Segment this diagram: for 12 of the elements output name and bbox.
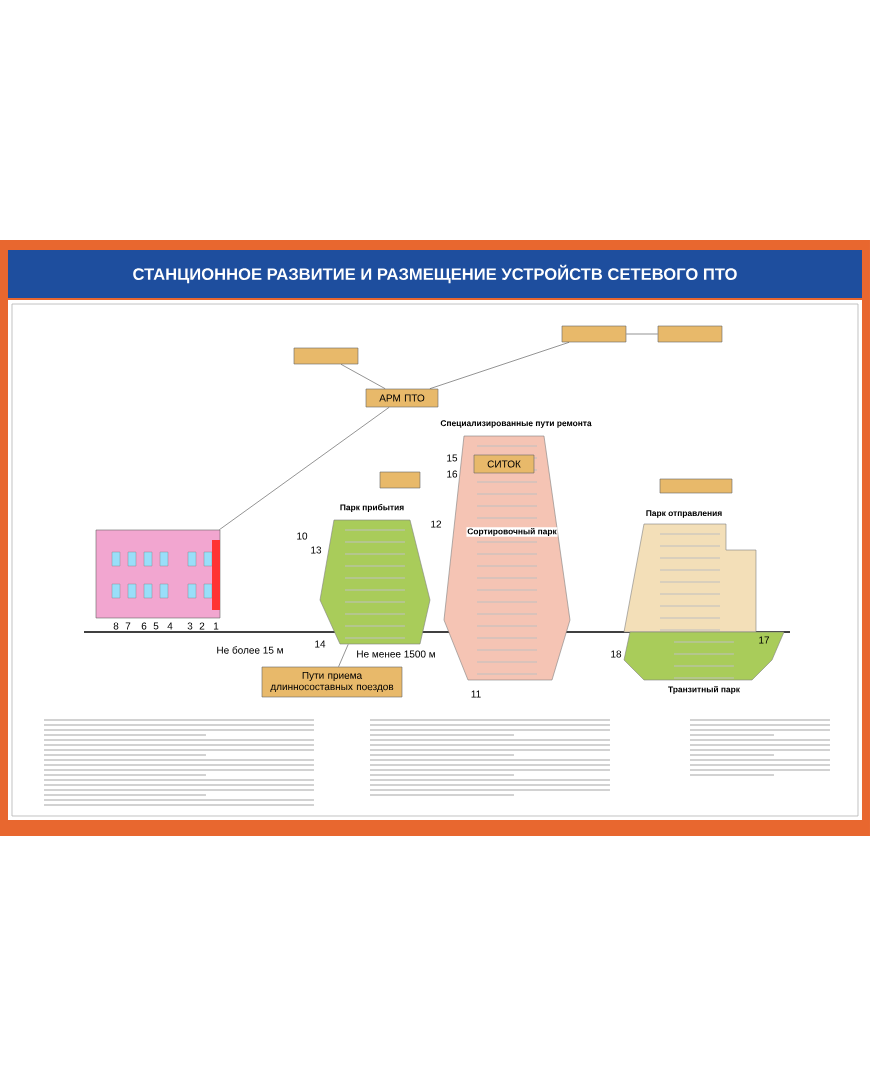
connector-line [340, 364, 386, 389]
label-box [293, 347, 359, 365]
title-bar: СТАНЦИОННОЕ РАЗВИТИЕ И РАЗМЕЩЕНИЕ УСТРОЙСТВ СЕТЕВОГО ПТО [8, 250, 862, 298]
connector-line [219, 407, 390, 530]
equipment-box [95, 529, 221, 619]
label-box [379, 471, 421, 489]
label-box [561, 325, 627, 343]
label-box [657, 325, 723, 343]
connector-line [626, 333, 658, 335]
label-box [659, 478, 733, 494]
connector-line [338, 644, 349, 667]
connector-line [429, 342, 570, 389]
